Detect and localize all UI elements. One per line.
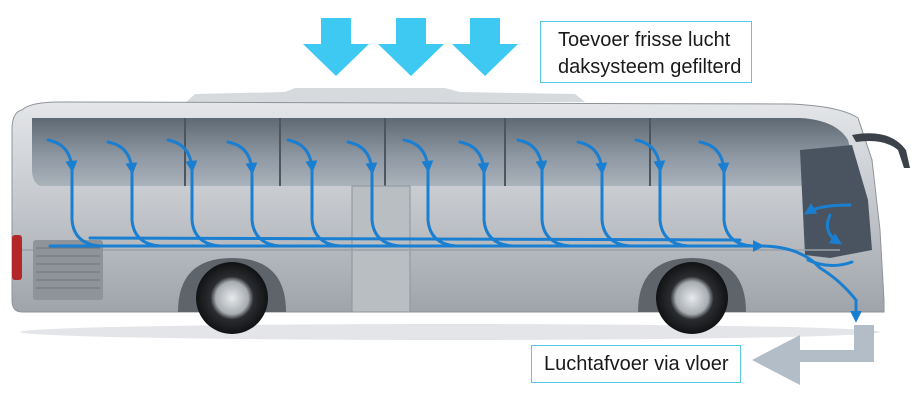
left-arrow-icon [752, 325, 874, 385]
airflow-stream [106, 140, 138, 175]
airflow-stream [286, 138, 318, 173]
airflow-stream [803, 203, 852, 215]
airflow-stream [46, 138, 78, 173]
airflow-stream [634, 138, 666, 173]
intake-arrows [303, 18, 518, 76]
exhaust-label: Luchtafvoer via vloer [531, 345, 741, 383]
airflow-stream [458, 140, 490, 175]
airflow-stream [88, 236, 742, 242]
airflow-streams [46, 138, 862, 323]
airflow-stream [698, 140, 730, 175]
intake-label-line1: Toevoer frisse lucht [558, 29, 731, 51]
intake-label-line2: daksysteem gefilterd [558, 56, 742, 78]
airflow-stream [402, 138, 434, 173]
coach-bus-icon [11, 88, 910, 340]
airflow-stream [346, 140, 378, 175]
airflow-stream [806, 258, 854, 267]
down-arrow-icon [303, 18, 369, 76]
airflow-stream [226, 140, 258, 175]
airflow-stream [825, 213, 843, 245]
down-arrow-icon [452, 18, 518, 76]
airflow-stream [166, 138, 198, 173]
airflow-stream [576, 140, 608, 175]
intake-label: Toevoer frisse lucht daksysteem gefilter… [540, 21, 752, 83]
airflow-stream [758, 244, 862, 323]
airflow-stream [516, 138, 548, 173]
down-arrow-icon [378, 18, 444, 76]
